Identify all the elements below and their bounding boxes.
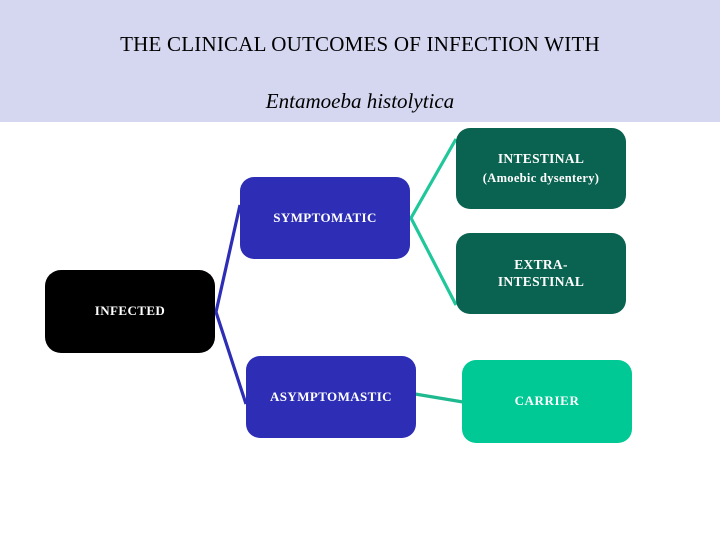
connector-asymptomastic-to-carrier <box>414 392 464 404</box>
node-intestinal-label-primary: INTESTINAL <box>497 150 585 166</box>
node-infected-label: INFECTED <box>94 303 166 319</box>
node-extra-intestinal-label-primary: EXTRA- <box>514 256 568 272</box>
node-symptomatic-label: SYMPTOMATIC <box>273 209 377 225</box>
node-infected[interactable]: INFECTED <box>45 270 215 353</box>
node-symptomatic[interactable]: SYMPTOMATIC <box>240 177 410 259</box>
node-extra-intestinal-label-secondary: INTESTINAL <box>497 273 585 289</box>
page-title: THE CLINICAL OUTCOMES OF INFECTION WITH <box>120 32 600 56</box>
page-subtitle-species: Entamoeba histolytica <box>265 89 455 113</box>
node-asymptomastic[interactable]: ASYMPTOMASTIC <box>246 356 416 438</box>
node-intestinal[interactable]: INTESTINAL (Amoebic dysentery) <box>456 128 626 209</box>
node-carrier[interactable]: CARRIER <box>462 360 632 443</box>
header-band <box>0 0 720 122</box>
node-extra-intestinal[interactable]: EXTRA- INTESTINAL <box>456 233 626 314</box>
connector-symptomatic-to-outcomes <box>409 138 458 306</box>
node-carrier-label: CARRIER <box>514 393 580 409</box>
node-intestinal-label-secondary: (Amoebic dysentery) <box>482 170 600 185</box>
node-asymptomastic-label: ASYMPTOMASTIC <box>270 388 392 404</box>
